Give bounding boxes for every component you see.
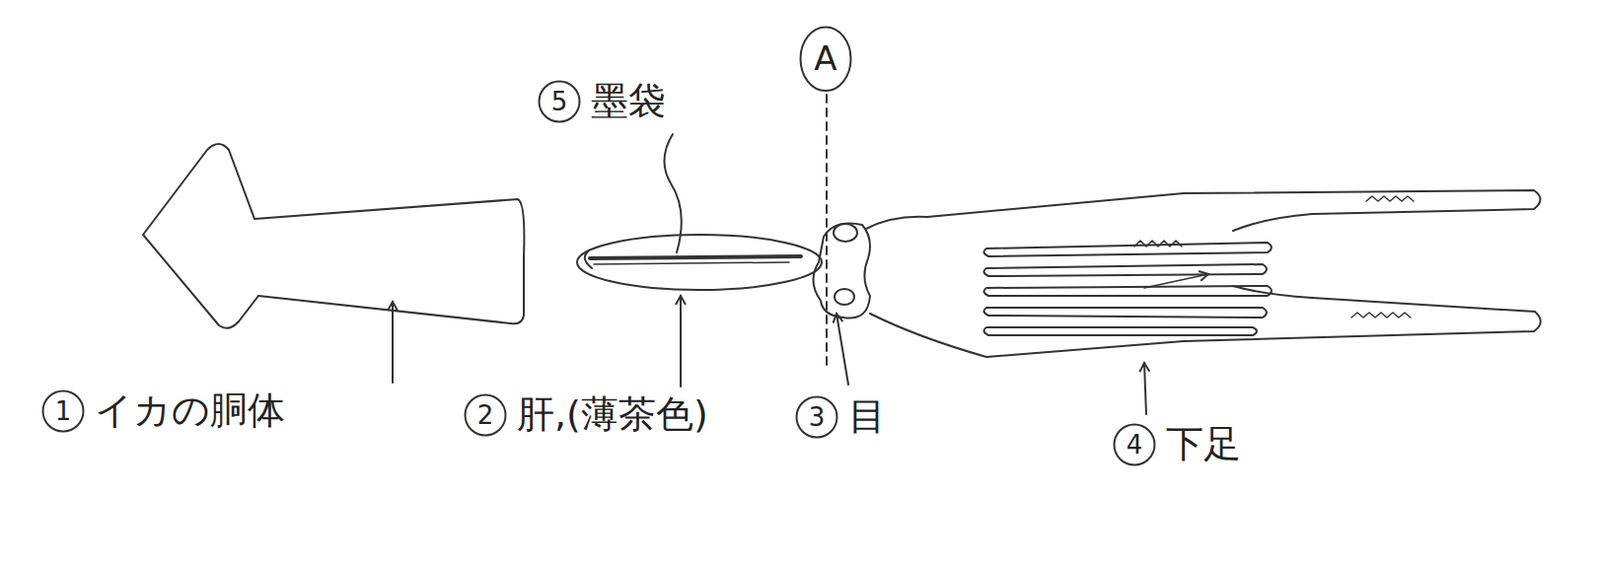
callout-number: 2 bbox=[477, 400, 495, 431]
callout-circle: 5 bbox=[537, 79, 582, 124]
part-label: 肝,(薄茶色) bbox=[516, 392, 709, 438]
pointer-arrow bbox=[391, 301, 394, 383]
squid-mantle bbox=[143, 144, 524, 329]
callout-number: A bbox=[813, 38, 837, 78]
part-label: 目 bbox=[848, 394, 886, 440]
callout-number: 1 bbox=[55, 396, 73, 427]
part-label: イカの胴体 bbox=[94, 388, 286, 435]
callout-circle: 2 bbox=[463, 393, 508, 437]
callout-node: 2 肝,(薄茶色) bbox=[463, 392, 709, 438]
leader-line bbox=[663, 134, 681, 253]
callout-node: 3目 bbox=[795, 394, 886, 440]
part-label: 下足 bbox=[1165, 422, 1241, 468]
pointer-arrow bbox=[679, 295, 682, 387]
part-label: 墨袋 bbox=[590, 78, 666, 125]
callout-node: 4 下足 bbox=[1112, 422, 1241, 468]
squid-liver bbox=[577, 234, 822, 291]
squid-tentacles bbox=[866, 190, 1541, 358]
pointer-arrow bbox=[1144, 363, 1147, 415]
squid-head bbox=[812, 223, 871, 319]
pointer-arrow bbox=[836, 313, 849, 385]
callout-circle: 1 bbox=[41, 389, 85, 434]
cut-line bbox=[825, 94, 828, 371]
callout-circle: 3 bbox=[795, 395, 839, 439]
callout-node: 5 墨袋 bbox=[537, 78, 666, 125]
callout-circle: 4 bbox=[1112, 423, 1157, 467]
callout-number: 5 bbox=[551, 86, 569, 117]
callout-circle: A bbox=[799, 25, 853, 93]
callout-node: 1 イカの胴体 bbox=[41, 388, 286, 435]
callout-number: 4 bbox=[1126, 430, 1144, 460]
callout-node: A bbox=[799, 25, 853, 93]
callout-number: 3 bbox=[808, 402, 826, 433]
